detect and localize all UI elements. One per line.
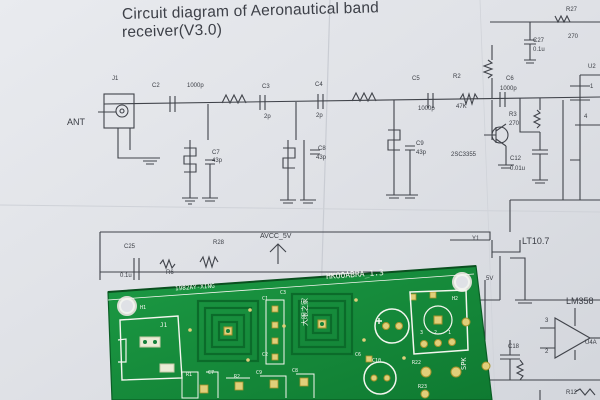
pcb-label-c3: C3: [280, 290, 287, 296]
label-r27: R27: [566, 7, 578, 13]
label-c27: C27: [533, 38, 545, 44]
label-5v: 5V: [486, 276, 494, 282]
label-c7-value: 43p: [212, 158, 223, 164]
pcb-label-c10: C10: [372, 358, 382, 364]
pcb-label-spk: SPK: [460, 357, 468, 370]
label-c12-value: 0.01u: [510, 166, 526, 172]
label-c4: C4: [315, 82, 323, 88]
label-avcc: AVCC_5V: [260, 233, 292, 240]
label-c9: C9: [416, 141, 424, 147]
label-q1: 2SC3355: [451, 152, 477, 158]
pcb-label-c6: C6: [355, 352, 362, 358]
pcb-label-r23: R23: [418, 384, 428, 390]
label-c18: C18: [508, 344, 520, 350]
pcb-label-r1: R1: [186, 372, 193, 378]
label-r12: R12: [566, 390, 578, 396]
label-r27-value: 270: [568, 34, 579, 40]
label-ant: ANT: [67, 117, 85, 127]
document-title-line2: receiver(V3.0): [121, 21, 223, 41]
label-lm358: LM358: [566, 296, 594, 306]
label-pin3: 3: [545, 318, 549, 324]
label-j1: J1: [112, 76, 119, 82]
label-pin4: 4: [584, 114, 588, 120]
label-c4-value: 2p: [316, 113, 323, 119]
pcb-label-pin3: 3: [420, 330, 424, 336]
label-pin1: 1: [590, 84, 594, 90]
label-c9-value: 43p: [416, 150, 427, 156]
pcb-chinese-mark: 大眼之家: [301, 298, 309, 326]
pcb-label-h1: H1: [140, 305, 147, 311]
label-c25-value: 0.1u: [120, 273, 132, 279]
label-c7: C7: [212, 150, 220, 156]
pcb-label-c9: C9: [256, 370, 263, 376]
label-r28: R28: [213, 240, 225, 246]
label-c8-value: 43p: [316, 155, 327, 161]
pcb-label-r22: R22: [412, 360, 422, 366]
label-r3: R3: [509, 112, 517, 118]
pcb-label-c2: C2: [262, 352, 269, 358]
label-c27-value: 0.1u: [533, 47, 545, 53]
label-c2-value: 1000p: [187, 83, 204, 89]
label-c25: C25: [124, 244, 136, 250]
pcb-label-pin1: 1: [448, 330, 452, 336]
label-lt107: LT10.7: [522, 236, 550, 246]
pcb-label-j1: J1: [160, 322, 168, 329]
label-y1: Y1: [472, 236, 480, 242]
label-c6: C6: [506, 76, 514, 82]
label-r6: R6: [166, 270, 174, 276]
label-c6-value: 1000p: [500, 86, 517, 92]
label-r2-value: 47K: [456, 104, 467, 110]
label-c5: C5: [412, 76, 420, 82]
label-u4a: U4A: [585, 340, 597, 346]
label-c8: C8: [318, 146, 326, 152]
label-u2: U2: [588, 64, 596, 70]
pcb-label-c8: C8: [292, 368, 299, 374]
label-c2: C2: [152, 83, 160, 89]
pcb-label-h2: H2: [452, 296, 459, 302]
label-r2: R2: [453, 74, 461, 80]
pcb-board: [107, 265, 493, 400]
pcb-label-c7: C7: [208, 370, 215, 376]
pcb-label-r2: R2: [234, 374, 241, 380]
label-c3-value: 2p: [264, 114, 271, 120]
label-pin2: 2: [545, 349, 549, 355]
label-r3-value: 270: [509, 121, 520, 127]
label-c5-value: 1000p: [418, 106, 435, 112]
label-c3: C3: [262, 84, 270, 90]
pcb-label-c1: C1: [262, 296, 269, 302]
label-c12: C12: [510, 156, 522, 162]
pcb-label-pin2: 2: [434, 330, 438, 336]
